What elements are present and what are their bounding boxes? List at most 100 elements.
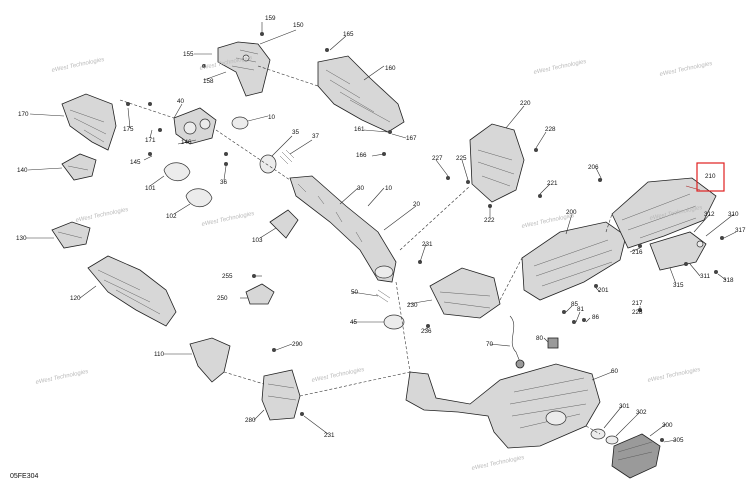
callout-280[interactable]: 280: [245, 417, 256, 424]
muffler-60[interactable]: [405, 363, 601, 449]
callout-86[interactable]: 86: [592, 314, 600, 321]
callout-318[interactable]: 318: [723, 277, 734, 284]
callout-150[interactable]: 150: [293, 22, 304, 29]
bracket-110[interactable]: [189, 337, 231, 383]
callout-110[interactable]: 110: [154, 351, 165, 358]
callout-230[interactable]: 230: [407, 302, 418, 309]
shield-230[interactable]: [429, 267, 501, 319]
callout-145[interactable]: 145: [130, 159, 141, 166]
callout-20[interactable]: 20: [413, 201, 421, 208]
callout-231[interactable]: 231: [422, 241, 433, 248]
callout-250[interactable]: 250: [217, 295, 228, 302]
flange-40[interactable]: [173, 107, 217, 145]
callout-70[interactable]: 70: [486, 341, 494, 348]
callout-170[interactable]: 170: [18, 111, 29, 118]
callout-40[interactable]: 40: [177, 98, 185, 105]
watermark-text: eWest Technologies: [201, 211, 255, 228]
highlight-box-210: [696, 162, 725, 192]
callout-103[interactable]: 103: [252, 237, 263, 244]
gasket-10-top[interactable]: [231, 116, 249, 130]
callout-160[interactable]: 160: [385, 65, 396, 72]
callout-201[interactable]: 201: [598, 287, 609, 294]
shield-120[interactable]: [87, 255, 177, 327]
clamp-101[interactable]: [163, 162, 191, 182]
connector-80[interactable]: [547, 337, 559, 349]
callout-305[interactable]: 305: [673, 437, 684, 444]
callout-315[interactable]: 315: [673, 282, 684, 289]
gasket-45[interactable]: [383, 314, 405, 330]
bracket-250[interactable]: [245, 283, 275, 305]
shield-130[interactable]: [51, 221, 91, 249]
callout-60[interactable]: 60: [611, 368, 619, 375]
callout-236[interactable]: 236: [421, 328, 432, 335]
callout-225[interactable]: 225: [456, 155, 467, 162]
gasket-301[interactable]: [590, 428, 606, 440]
shield-140[interactable]: [61, 153, 97, 181]
callout-80[interactable]: 80: [536, 335, 544, 342]
shield-103[interactable]: [269, 209, 299, 239]
callout-228[interactable]: 228: [545, 126, 556, 133]
callout-301[interactable]: 301: [619, 403, 630, 410]
catalytic-shield-200[interactable]: [521, 221, 627, 301]
sensor-70[interactable]: [509, 315, 525, 369]
callout-300[interactable]: 300: [662, 422, 673, 429]
callout-102[interactable]: 102: [166, 213, 177, 220]
callout-217[interactable]: 217: [632, 300, 643, 307]
callout-175[interactable]: 175: [123, 126, 134, 133]
callout-171[interactable]: 171: [145, 137, 156, 144]
callout-210[interactable]: 210: [705, 173, 716, 180]
callout-35[interactable]: 35: [292, 129, 300, 136]
callout-200[interactable]: 200: [566, 209, 577, 216]
callout-140[interactable]: 140: [17, 167, 28, 174]
callout-310[interactable]: 310: [728, 211, 739, 218]
callout-317[interactable]: 317: [735, 227, 746, 234]
callout-161[interactable]: 161: [354, 126, 365, 133]
pipe-30[interactable]: [289, 175, 397, 283]
callout-10[interactable]: 10: [385, 185, 393, 192]
spring-37[interactable]: [279, 149, 295, 165]
guard-280[interactable]: [261, 369, 301, 421]
callout-222[interactable]: 222: [484, 217, 495, 224]
callout-228[interactable]: 228: [632, 309, 643, 316]
callout-85[interactable]: 85: [571, 301, 579, 308]
callout-37[interactable]: 37: [312, 133, 320, 140]
heat-shield-210[interactable]: [611, 177, 717, 249]
callout-159[interactable]: 159: [265, 15, 276, 22]
callout-231[interactable]: 231: [324, 432, 335, 439]
callout-130[interactable]: 130: [16, 235, 27, 242]
callout-30[interactable]: 30: [357, 185, 365, 192]
callout-290[interactable]: 290: [292, 341, 303, 348]
callout-227[interactable]: 227: [432, 155, 443, 162]
callout-165[interactable]: 165: [343, 31, 354, 38]
callout-158[interactable]: 158: [203, 78, 214, 85]
heat-shield-220[interactable]: [469, 123, 525, 203]
callout-155[interactable]: 155: [183, 51, 194, 58]
callout-167[interactable]: 167: [406, 135, 417, 142]
callout-302[interactable]: 302: [636, 409, 647, 416]
spring-50[interactable]: [375, 289, 391, 303]
callout-36[interactable]: 36: [220, 179, 228, 186]
heat-shield-160[interactable]: [317, 55, 405, 133]
callout-221[interactable]: 221: [547, 180, 558, 187]
callout-10[interactable]: 10: [268, 114, 276, 121]
callout-206[interactable]: 206: [588, 164, 599, 171]
bracket-150[interactable]: [217, 41, 271, 97]
tailpipe-300[interactable]: [611, 433, 661, 479]
bracket-315[interactable]: [649, 231, 707, 271]
ring-302[interactable]: [605, 435, 619, 445]
callout-220[interactable]: 220: [520, 100, 531, 107]
callout-101[interactable]: 101: [145, 185, 156, 192]
callout-311[interactable]: 311: [700, 273, 711, 280]
callout-216[interactable]: 216: [632, 249, 643, 256]
callout-81[interactable]: 81: [577, 306, 585, 313]
heat-shield-170[interactable]: [61, 93, 117, 151]
callout-166[interactable]: 166: [356, 152, 367, 159]
callout-45[interactable]: 45: [350, 319, 358, 326]
callout-50[interactable]: 50: [351, 289, 359, 296]
ring-35[interactable]: [259, 154, 277, 174]
callout-312[interactable]: 312: [704, 211, 715, 218]
callout-146[interactable]: 146: [181, 139, 192, 146]
callout-255[interactable]: 255: [222, 273, 233, 280]
clamp-102[interactable]: [185, 188, 213, 208]
callout-120[interactable]: 120: [70, 295, 81, 302]
